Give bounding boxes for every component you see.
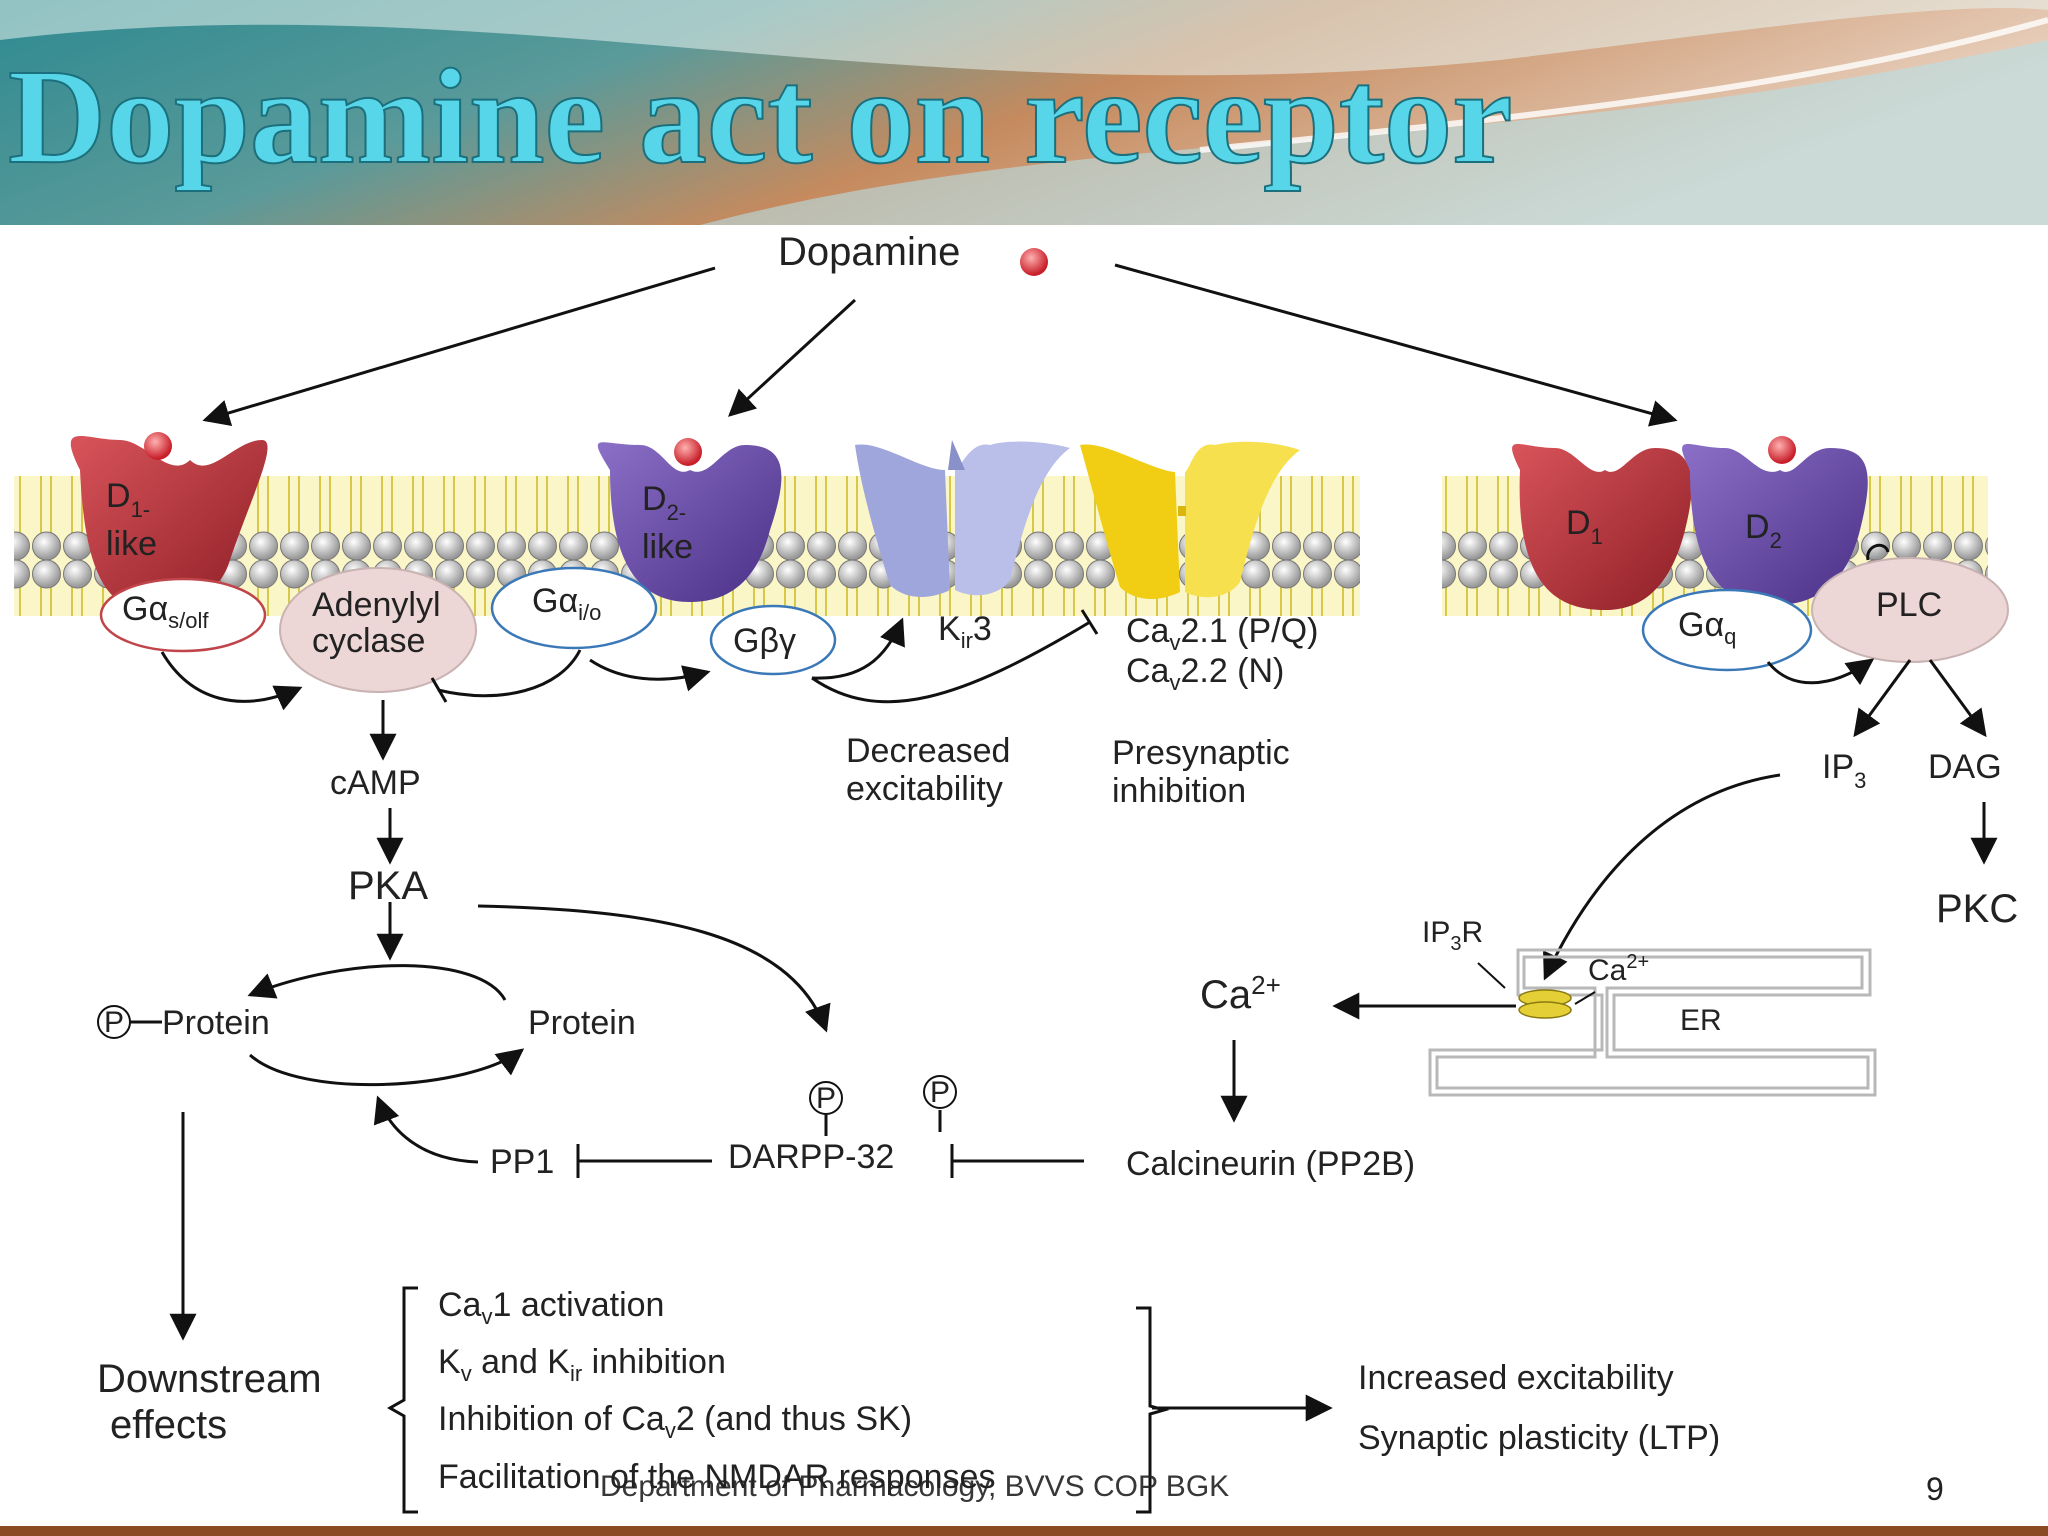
ip3r-channel — [1518, 989, 1572, 1019]
effect-item: Kv and Kir inhibition — [438, 1343, 726, 1386]
decreased-excitability-2: excitability — [846, 770, 1003, 808]
kir3-channel — [855, 440, 1070, 597]
dag-label: DAG — [1928, 748, 2002, 786]
arrow-plc-to-dag — [1928, 659, 1987, 738]
er-label: ER — [1680, 1004, 1722, 1037]
darpp-phospho-2 — [923, 1075, 957, 1109]
cav22-label: Cav2.2 (N) — [1126, 652, 1284, 695]
arrow-ip3-to-ip3r — [1543, 773, 1781, 981]
d2-like-label-2: like — [642, 528, 693, 566]
footer-bar — [0, 1526, 2048, 1536]
d1-label: D1 — [1566, 504, 1603, 549]
darpp-phospho-1 — [809, 1081, 843, 1115]
arrow-dopamine-to-d1like — [202, 266, 716, 426]
arrow-protein-dephosphorylation — [248, 1048, 525, 1087]
g-alpha-s-olf — [99, 577, 267, 653]
arrow-gs-to-ac — [160, 651, 303, 711]
ca-er-label: Ca2+ — [1588, 951, 1649, 987]
darpp-phospho-1-label: P — [816, 1082, 836, 1115]
ca-cytosol-label: Ca2+ — [1200, 970, 1281, 1017]
d1-like-dopamine — [144, 432, 172, 460]
dopamine-molecule — [1020, 248, 1048, 276]
ca-er-pointer — [1574, 991, 1596, 1005]
effect-item: Cav1 activation — [438, 1286, 664, 1329]
outcome-item: Synaptic plasticity (LTP) — [1358, 1419, 1720, 1457]
inhibit-gbg-to-cav — [811, 620, 1091, 704]
downstream-label-2: effects — [110, 1403, 227, 1447]
phospho-marker-label: P — [104, 1006, 124, 1039]
g-alpha-i-o-label: Gαi/o — [532, 582, 601, 625]
receptor-linker — [1866, 543, 1890, 561]
slide-title: Dopamine act on receptor — [8, 42, 1513, 192]
g-alpha-q — [1641, 588, 1813, 672]
d1-like-receptor — [70, 432, 268, 610]
camp-label: cAMP — [330, 764, 421, 802]
adenylyl-cyclase-label-1: Adenylyl — [312, 586, 441, 624]
d2-like-label: D2- — [642, 480, 686, 525]
d2-receptor — [1682, 436, 1868, 605]
darpp-phospho-2-label: P — [930, 1076, 950, 1109]
arrow-pka-to-darpp — [477, 904, 831, 1033]
endoplasmic-reticulum — [1428, 948, 1877, 1097]
g-beta-gamma-label: Gβγ — [733, 622, 796, 660]
d1-like-label-2: like — [106, 525, 157, 563]
decreased-excitability-1: Decreased — [846, 732, 1010, 770]
pka-label: PKA — [348, 864, 428, 908]
g-alpha-q-label: Gαq — [1678, 606, 1736, 649]
d2-dopamine — [1768, 436, 1796, 464]
effects-right-bracket — [1136, 1306, 1170, 1514]
ip3r-pointer — [1477, 962, 1506, 989]
g-alpha-i-o — [490, 566, 658, 650]
effects-left-bracket — [386, 1286, 418, 1514]
arrow-plc-to-ip3 — [1853, 659, 1912, 738]
plc-label: PLC — [1876, 586, 1942, 624]
presynaptic-inhibition-2: inhibition — [1112, 772, 1246, 810]
phospho-protein-label: Protein — [162, 1004, 270, 1042]
arrow-dopamine-to-d2like — [728, 298, 857, 417]
arrow-gio-to-gbg — [589, 658, 711, 692]
d2-label: D2 — [1745, 508, 1782, 553]
d1-receptor — [1512, 443, 1692, 610]
header-banner — [0, 0, 2048, 225]
d2-like-dopamine — [674, 438, 702, 466]
footer-text: Department of Pharmacology, BVVS COP BGK — [600, 1470, 1229, 1503]
outcome-item: Increased excitability — [1358, 1359, 1674, 1397]
inhibit-bar-ac — [430, 677, 448, 703]
dopamine-label: Dopamine — [778, 230, 960, 274]
darpp32-label: DARPP-32 — [728, 1138, 894, 1176]
arrow-gq-to-plc — [1766, 658, 1875, 686]
pp1-label: PP1 — [490, 1143, 554, 1181]
page-number: 9 — [1926, 1471, 1944, 1507]
cav21-label: Cav2.1 (P/Q) — [1126, 612, 1318, 655]
pkc-label: PKC — [1936, 887, 2018, 931]
adenylyl-cyclase-label-2: cyclase — [312, 622, 425, 660]
arrow-protein-phosphorylation — [247, 964, 507, 1001]
cav-channel — [1080, 441, 1300, 599]
g-beta-gamma — [709, 604, 837, 676]
ip3-label: IP3 — [1822, 748, 1866, 793]
d1-like-label: D1- — [106, 477, 150, 522]
calcineurin-label: Calcineurin (PP2B) — [1126, 1145, 1415, 1183]
effect-item: Inhibition of Cav2 (and thus SK) — [438, 1400, 912, 1443]
arrow-gbg-to-kir3 — [811, 617, 905, 680]
inhibit-bar-cav — [1080, 609, 1099, 635]
ip3r-label: IP3R — [1422, 916, 1483, 955]
effect-item: Facilitation of the NMDAR responses — [438, 1458, 995, 1496]
downstream-label-1: Downstream — [97, 1357, 322, 1401]
kir3-label: Kir3 — [938, 610, 992, 653]
d2-like-receptor — [597, 438, 782, 602]
arrow-pp1-to-protein — [373, 1095, 479, 1164]
g-alpha-s-olf-label: Gαs/olf — [122, 590, 209, 633]
adenylyl-cyclase — [279, 567, 477, 693]
arrow-dopamine-to-right — [1114, 263, 1678, 427]
protein-label: Protein — [528, 1004, 636, 1042]
inhibit-gio-to-ac — [437, 649, 582, 698]
presynaptic-inhibition-1: Presynaptic — [1112, 734, 1290, 772]
